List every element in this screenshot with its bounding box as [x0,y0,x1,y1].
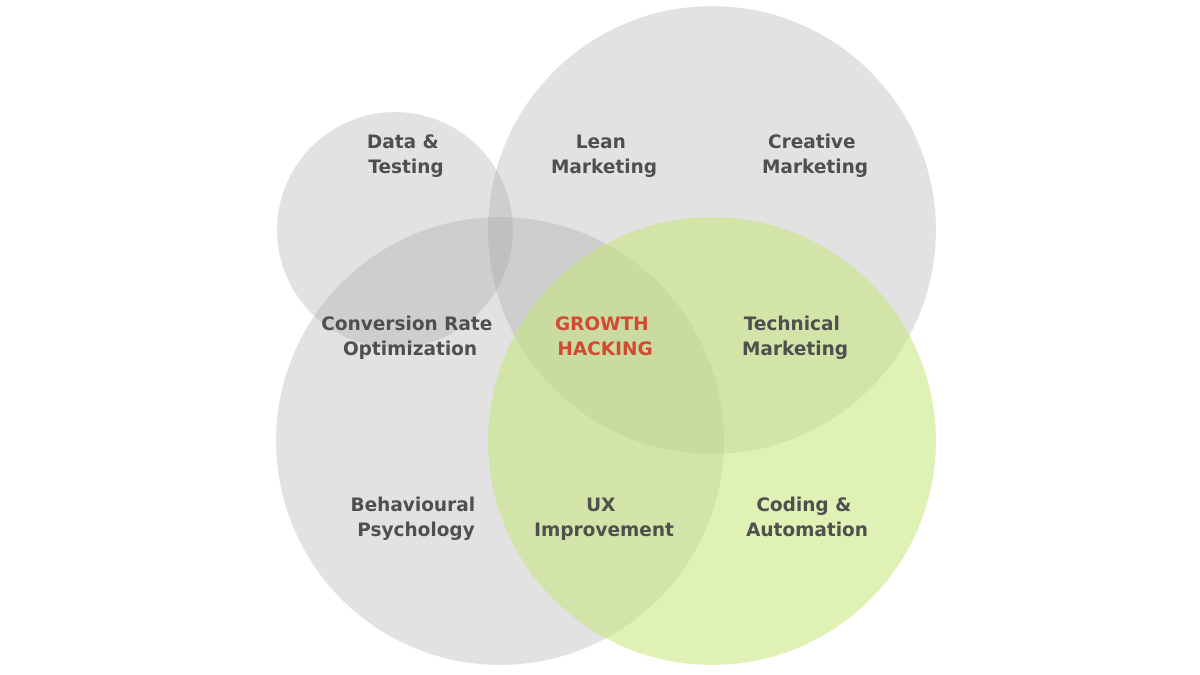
label-data-testing: Data & Testing [367,132,445,178]
circle-top-left [277,112,513,348]
label-growth-hacking-line1: GROWTH [555,314,649,335]
label-coding-automation: Coding & Automation [746,495,868,541]
label-coding-automation-line2: Automation [746,520,868,541]
label-technical-marketing-line1: Technical [744,314,840,335]
label-ux-improvement-line2: Improvement [534,520,674,541]
venn-labels: Data & Testing Lean Marketing Creative M… [321,132,868,541]
label-conversion-rate: Conversion Rate Optimization [321,314,498,360]
label-lean-marketing: Lean Marketing [551,132,657,178]
label-data-testing-line2: Testing [368,157,443,178]
label-creative-marketing: Creative Marketing [762,132,868,178]
label-technical-marketing: Technical Marketing [742,314,848,360]
label-growth-hacking: GROWTH HACKING [555,314,655,360]
label-ux-improvement-line1: UX [586,495,615,516]
label-lean-marketing-line2: Marketing [551,157,657,178]
label-creative-marketing-line1: Creative [768,132,856,153]
label-lean-marketing-line1: Lean [576,132,626,153]
label-behavioural-psychology-line1: Behavioural [351,495,476,516]
label-behavioural-psychology: Behavioural Psychology [351,495,482,541]
label-technical-marketing-line2: Marketing [742,339,848,360]
circle-bottom-right [488,217,936,665]
label-growth-hacking-line2: HACKING [557,339,652,360]
label-behavioural-psychology-line2: Psychology [357,520,475,541]
label-creative-marketing-line2: Marketing [762,157,868,178]
venn-circles [276,6,936,665]
label-conversion-rate-line1: Conversion Rate [321,314,492,335]
label-ux-improvement: UX Improvement [534,495,674,541]
label-data-testing-line1: Data & [367,132,439,153]
label-conversion-rate-line2: Optimization [343,339,477,360]
label-coding-automation-line1: Coding & [756,495,851,516]
